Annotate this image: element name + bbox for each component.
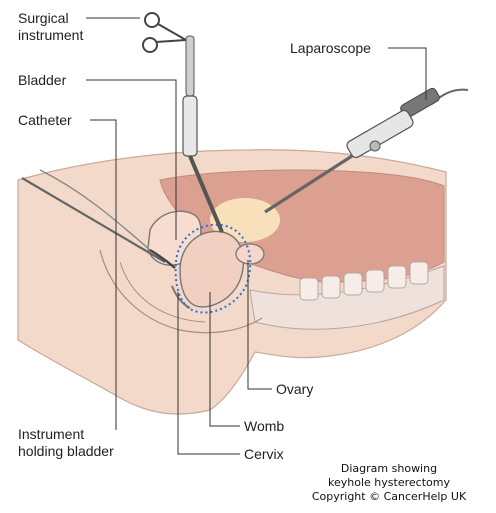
surgical-instrument-label: Surgical instrument bbox=[18, 10, 83, 44]
caption-line1: Diagram showing bbox=[294, 462, 484, 476]
surgical-instrument-label-line1: Surgical bbox=[18, 10, 69, 26]
instrument-holding-bladder-label-line1: Instrument bbox=[18, 426, 84, 442]
catheter-label: Catheter bbox=[18, 112, 72, 129]
cervix-label: Cervix bbox=[244, 446, 284, 463]
caption-line2: keyhole hysterectomy bbox=[294, 476, 484, 490]
ovary-label: Ovary bbox=[276, 381, 313, 398]
diagram-caption: Diagram showing keyhole hysterectomy Cop… bbox=[294, 462, 484, 504]
laparoscope-label: Laparoscope bbox=[290, 40, 371, 57]
instrument-holding-bladder-label: Instrument holding bladder bbox=[18, 426, 114, 460]
caption-line3: Copyright © CancerHelp UK bbox=[294, 490, 484, 504]
surgical-instrument-label-line2: instrument bbox=[18, 27, 83, 43]
womb-label: Womb bbox=[244, 418, 284, 435]
bladder-label: Bladder bbox=[18, 72, 66, 89]
instrument-holding-bladder-label-line2: holding bladder bbox=[18, 443, 114, 459]
